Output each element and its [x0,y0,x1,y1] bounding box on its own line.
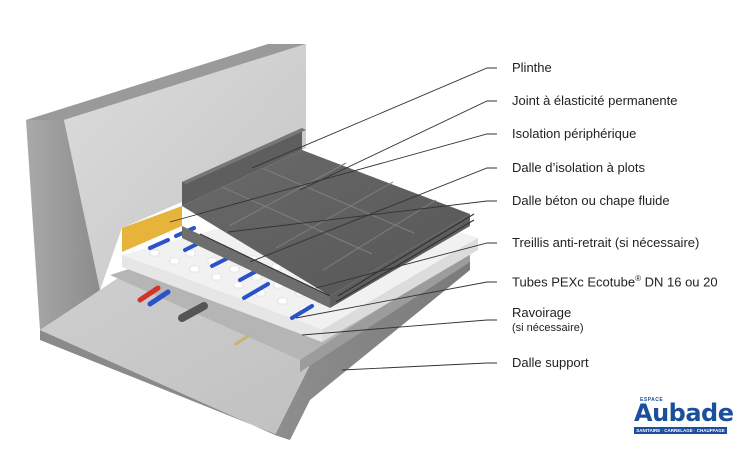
label-dalle-support: Dalle support [512,355,589,370]
label-ravoirage: Ravoirage [512,305,571,320]
label-ravoirage-note: (si nécessaire) [512,322,584,334]
label-isolation-peripherique: Isolation périphérique [512,126,636,141]
logo-tagline: SANITAIRE · CARRELAGE · CHAUFFAGE [634,427,727,434]
label-tubes-suffix: DN 16 ou 20 [641,274,718,289]
label-tubes-prefix: Tubes PEXc Ecotube [512,274,635,289]
aubade-logo: ESPACE Aubade SANITAIRE · CARRELAGE · CH… [632,397,732,437]
logo-brand: Aubade [634,399,734,427]
label-dalle-isolation: Dalle d’isolation à plots [512,160,645,175]
label-dalle-beton: Dalle béton ou chape fluide [512,193,670,208]
label-treillis: Treillis anti-retrait (si nécessaire) [512,235,699,250]
label-joint: Joint à élasticité permanente [512,93,677,108]
label-plinthe: Plinthe [512,60,552,75]
label-tubes: Tubes PEXc Ecotube® DN 16 ou 20 [512,274,718,289]
